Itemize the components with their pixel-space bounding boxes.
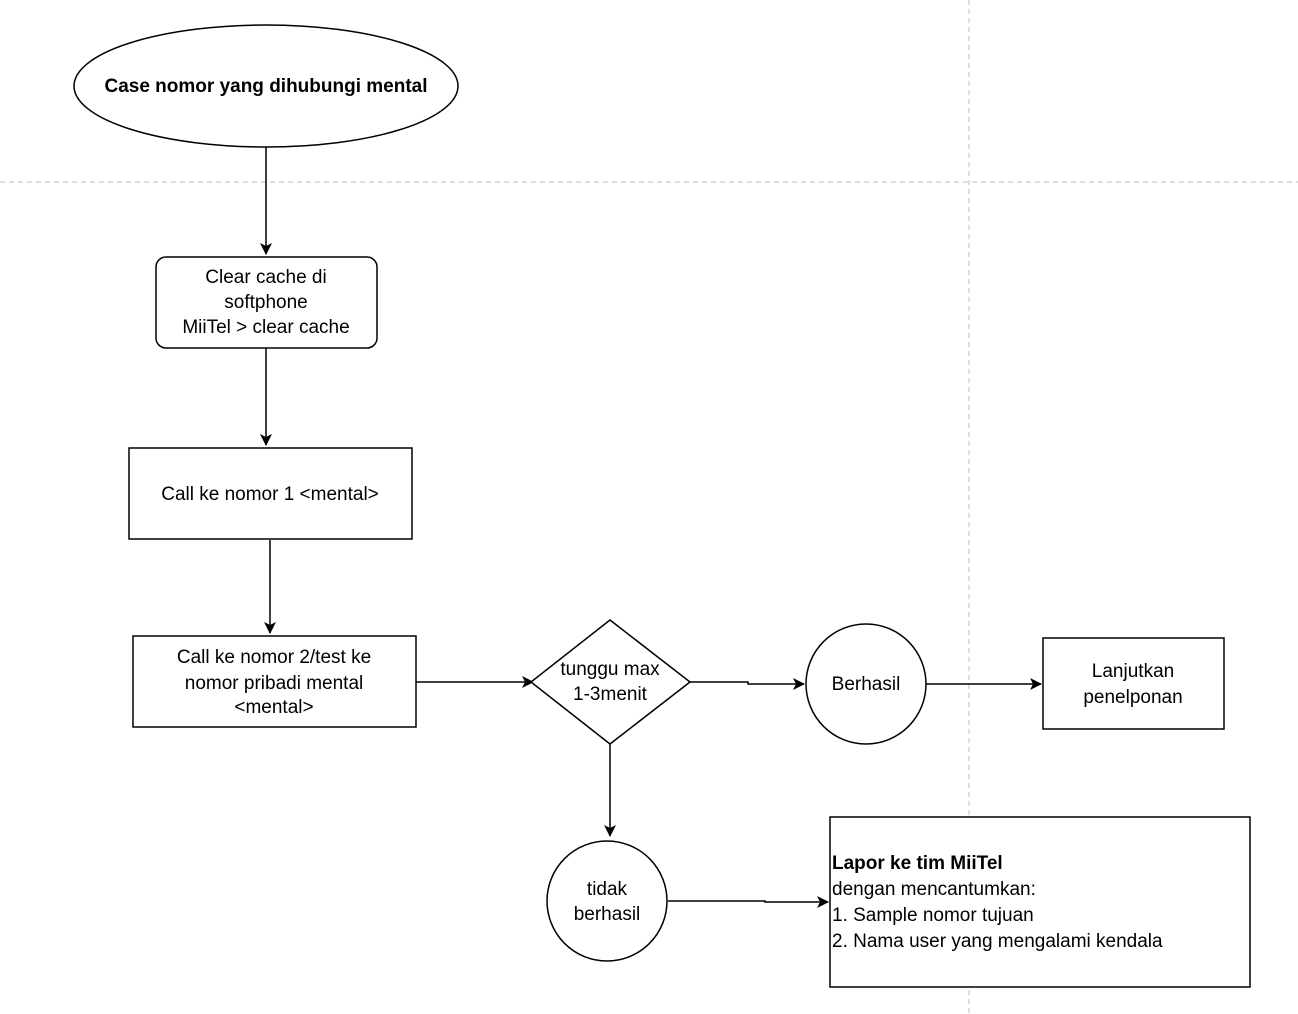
start-node-label: Case nomor yang dihubungi mental bbox=[104, 76, 427, 97]
report-line-3: 2. Nama user yang mengalami kendala bbox=[832, 931, 1163, 952]
call2-line-1: Call ke nomor 2/test ke bbox=[177, 647, 371, 668]
decision-line-2: 1-3menit bbox=[573, 684, 648, 705]
fail-line-1: tidak bbox=[587, 879, 628, 900]
report-line-1: dengan mencantumkan: bbox=[832, 879, 1036, 900]
clear-cache-line-1: Clear cache di bbox=[205, 267, 326, 288]
arrow-fail-to-report bbox=[668, 896, 829, 908]
decision-line-1: tunggu max bbox=[560, 659, 660, 680]
continue-line-2: penelponan bbox=[1083, 687, 1182, 708]
clear-cache-line-2: softphone bbox=[224, 292, 307, 313]
start-node: Case nomor yang dihubungi mental bbox=[73, 24, 459, 148]
call1-label: Call ke nomor 1 <mental> bbox=[161, 484, 379, 505]
call2-node: Call ke nomor 2/test ke nomor pribadi me… bbox=[132, 635, 417, 728]
success-node: Berhasil bbox=[805, 623, 927, 745]
clear-cache-node: Clear cache di softphone MiiTel > clear … bbox=[155, 256, 378, 349]
report-title: Lapor ke tim MiiTel bbox=[832, 853, 1003, 874]
fail-node: tidak berhasil bbox=[546, 840, 668, 962]
call2-line-2: nomor pribadi mental bbox=[185, 673, 363, 694]
report-line-2: 1. Sample nomor tujuan bbox=[832, 905, 1034, 926]
arrow-decision-to-success bbox=[690, 678, 805, 690]
success-label: Berhasil bbox=[832, 674, 901, 695]
call2-line-3: <mental> bbox=[234, 697, 313, 718]
call1-node: Call ke nomor 1 <mental> bbox=[128, 447, 413, 540]
continue-node: Lanjutkan penelponan bbox=[1042, 637, 1225, 730]
report-node: Lapor ke tim MiiTel dengan mencantumkan:… bbox=[829, 816, 1251, 988]
fail-line-2: berhasil bbox=[574, 904, 641, 925]
continue-line-1: Lanjutkan bbox=[1092, 661, 1174, 682]
clear-cache-line-3: MiiTel > clear cache bbox=[182, 317, 349, 338]
decision-node: tunggu max 1-3menit bbox=[529, 619, 692, 745]
